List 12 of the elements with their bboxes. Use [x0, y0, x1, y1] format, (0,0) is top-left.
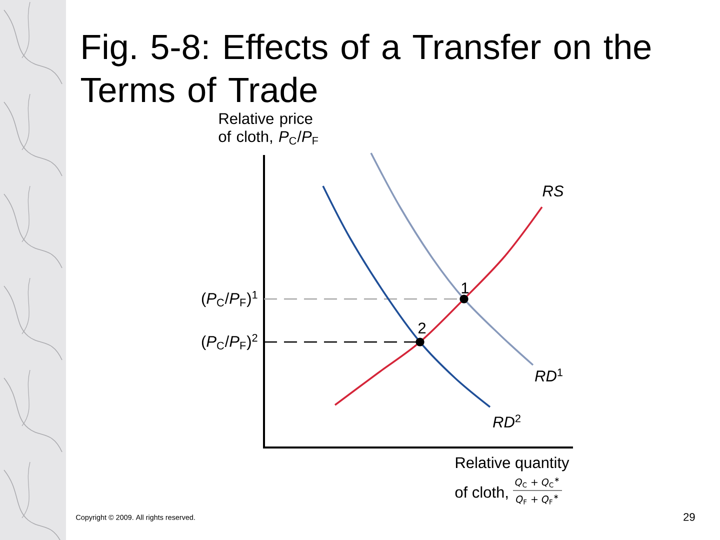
axis-value-label: (P$_{C}$/P$_{F}$)$^{1}$: [202, 291, 258, 307]
axis-title: Relative quantity: [456, 456, 570, 472]
axis-value-label: (P$_{C}$/P$_{F}$)$^{2}$: [202, 334, 258, 350]
slide-title: Fig. 5-8: Effects of a Transfer on the Terms of Trade: [81, 34, 650, 102]
curve-label: RS: [542, 186, 564, 196]
curve-label: RD$^{1}$: [535, 368, 562, 382]
curve-label: RD$^{2}$: [493, 414, 520, 428]
axis-title: Relative price of cloth, P$_{C}$/P$_{F}$: [218, 112, 318, 145]
page-number: 29: [684, 513, 695, 521]
point-number: 1: [462, 282, 469, 294]
axis-title: of cloth,: [455, 486, 508, 500]
point-number: 2: [418, 322, 426, 334]
